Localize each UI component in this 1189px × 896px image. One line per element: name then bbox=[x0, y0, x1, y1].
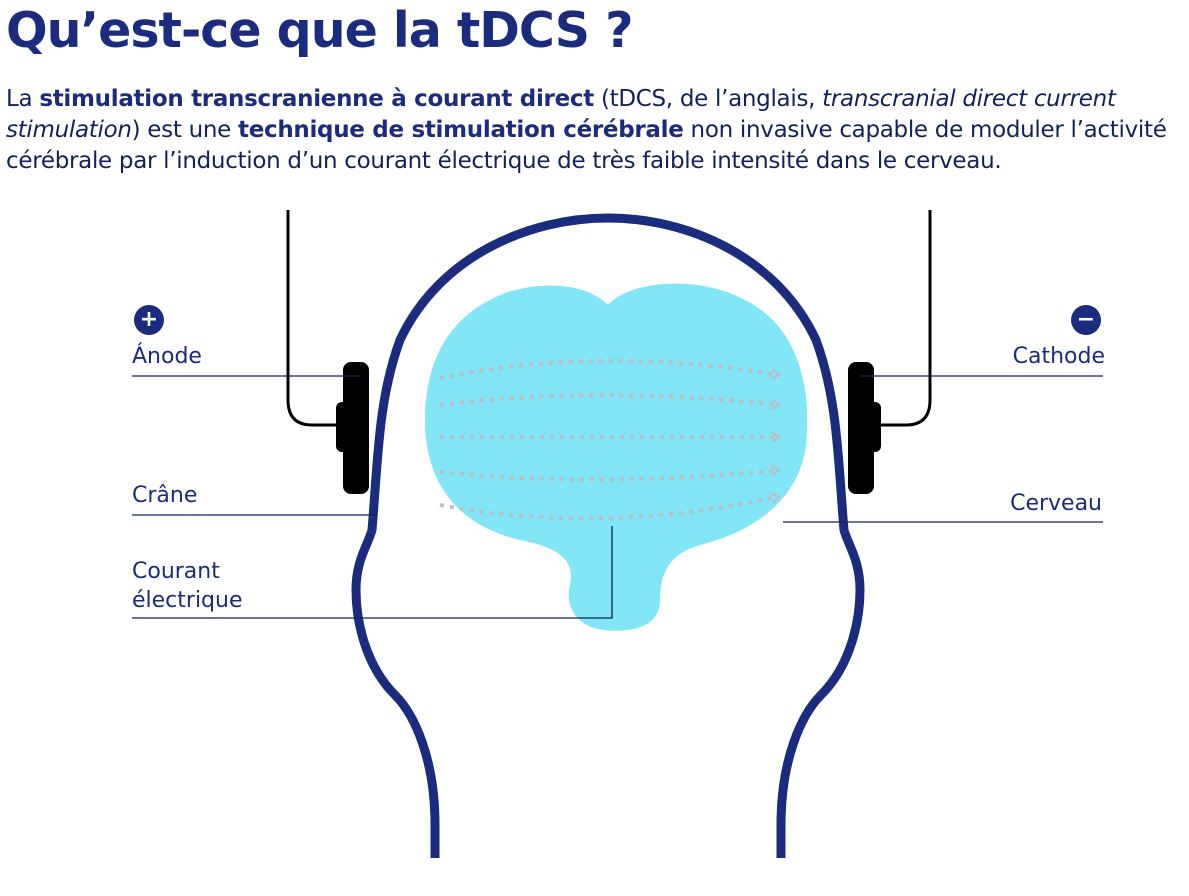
current-arrow bbox=[439, 464, 782, 482]
brain-label: Cerveau bbox=[1010, 491, 1102, 516]
intro-text-4: non invasive capable de moduler l’activi… bbox=[6, 117, 1167, 174]
current-arrow bbox=[439, 492, 782, 521]
cathode-wire bbox=[875, 210, 932, 427]
intro-paragraph: La stimulation transcranienne à courant … bbox=[6, 84, 1181, 177]
head-outline bbox=[351, 213, 865, 858]
anode-plus-icon: + bbox=[134, 305, 164, 335]
intro-bold-2: technique de stimulation cérébrale bbox=[238, 117, 684, 143]
cathode-electrode bbox=[848, 362, 881, 494]
intro-text-3: ) est une bbox=[131, 117, 238, 143]
cathode-minus-icon: − bbox=[1071, 305, 1101, 335]
page-title: Qu’est-ce que la tDCS ? bbox=[6, 2, 634, 59]
intro-bold-1: stimulation transcranienne à courant dir… bbox=[39, 86, 594, 112]
current-label-line2: électrique bbox=[132, 588, 243, 613]
anode-label: Ánode bbox=[132, 344, 202, 369]
current-leader-line bbox=[132, 526, 613, 619]
anode-wire bbox=[286, 210, 345, 427]
anode-electrode bbox=[336, 362, 369, 494]
intro-italic-1: transcranial direct current stimulation bbox=[6, 86, 1116, 143]
cathode-label: Cathode bbox=[1012, 344, 1105, 369]
electric-current-arrows bbox=[439, 358, 782, 521]
intro-text-1: La bbox=[6, 86, 40, 112]
skull-label: Crâne bbox=[132, 483, 198, 508]
brain-shape bbox=[425, 283, 808, 631]
intro-text-2: (tDCS, de l’anglais, bbox=[593, 86, 823, 112]
current-arrow bbox=[439, 358, 782, 380]
current-label-line1: Courant bbox=[132, 559, 220, 584]
leader-lines bbox=[132, 375, 1103, 619]
current-arrow bbox=[439, 393, 782, 411]
